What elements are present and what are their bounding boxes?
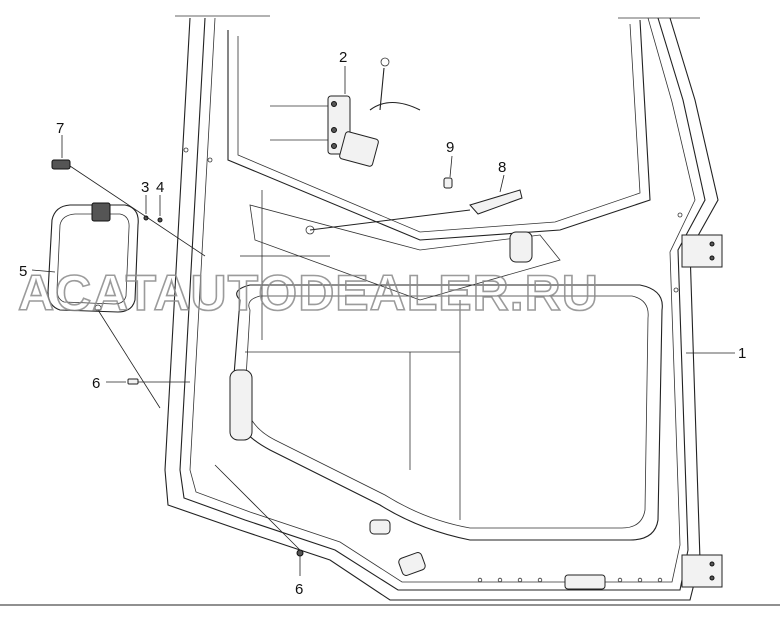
part-9-clip: [443, 177, 453, 189]
callout-5: 5: [19, 263, 27, 280]
door-frame: [164, 17, 723, 601]
callout-6-bottom: 6: [295, 581, 303, 598]
parts-3-4-screws: [143, 215, 163, 223]
callout-8: 8: [498, 159, 506, 176]
part-5-outer-handle-frame: [47, 202, 139, 313]
callout-3: 3: [141, 179, 149, 196]
part-2-door-lock: [327, 57, 421, 167]
callout-6-left: 6: [92, 375, 100, 392]
callout-2: 2: [339, 49, 347, 66]
callout-9: 9: [446, 139, 454, 156]
lower-hinge: [681, 554, 723, 588]
part-7-handle-cover: [51, 159, 71, 170]
leader-lines: [31, 66, 735, 576]
part-8-inner-lever: [305, 189, 523, 235]
watermark-text: ACATAUTODEALER.RU: [18, 265, 599, 321]
part-6-bolts: [127, 378, 304, 557]
callout-1: 1: [738, 345, 746, 362]
callout-7: 7: [56, 120, 64, 137]
upper-hinge: [681, 234, 723, 268]
callout-4: 4: [156, 179, 164, 196]
